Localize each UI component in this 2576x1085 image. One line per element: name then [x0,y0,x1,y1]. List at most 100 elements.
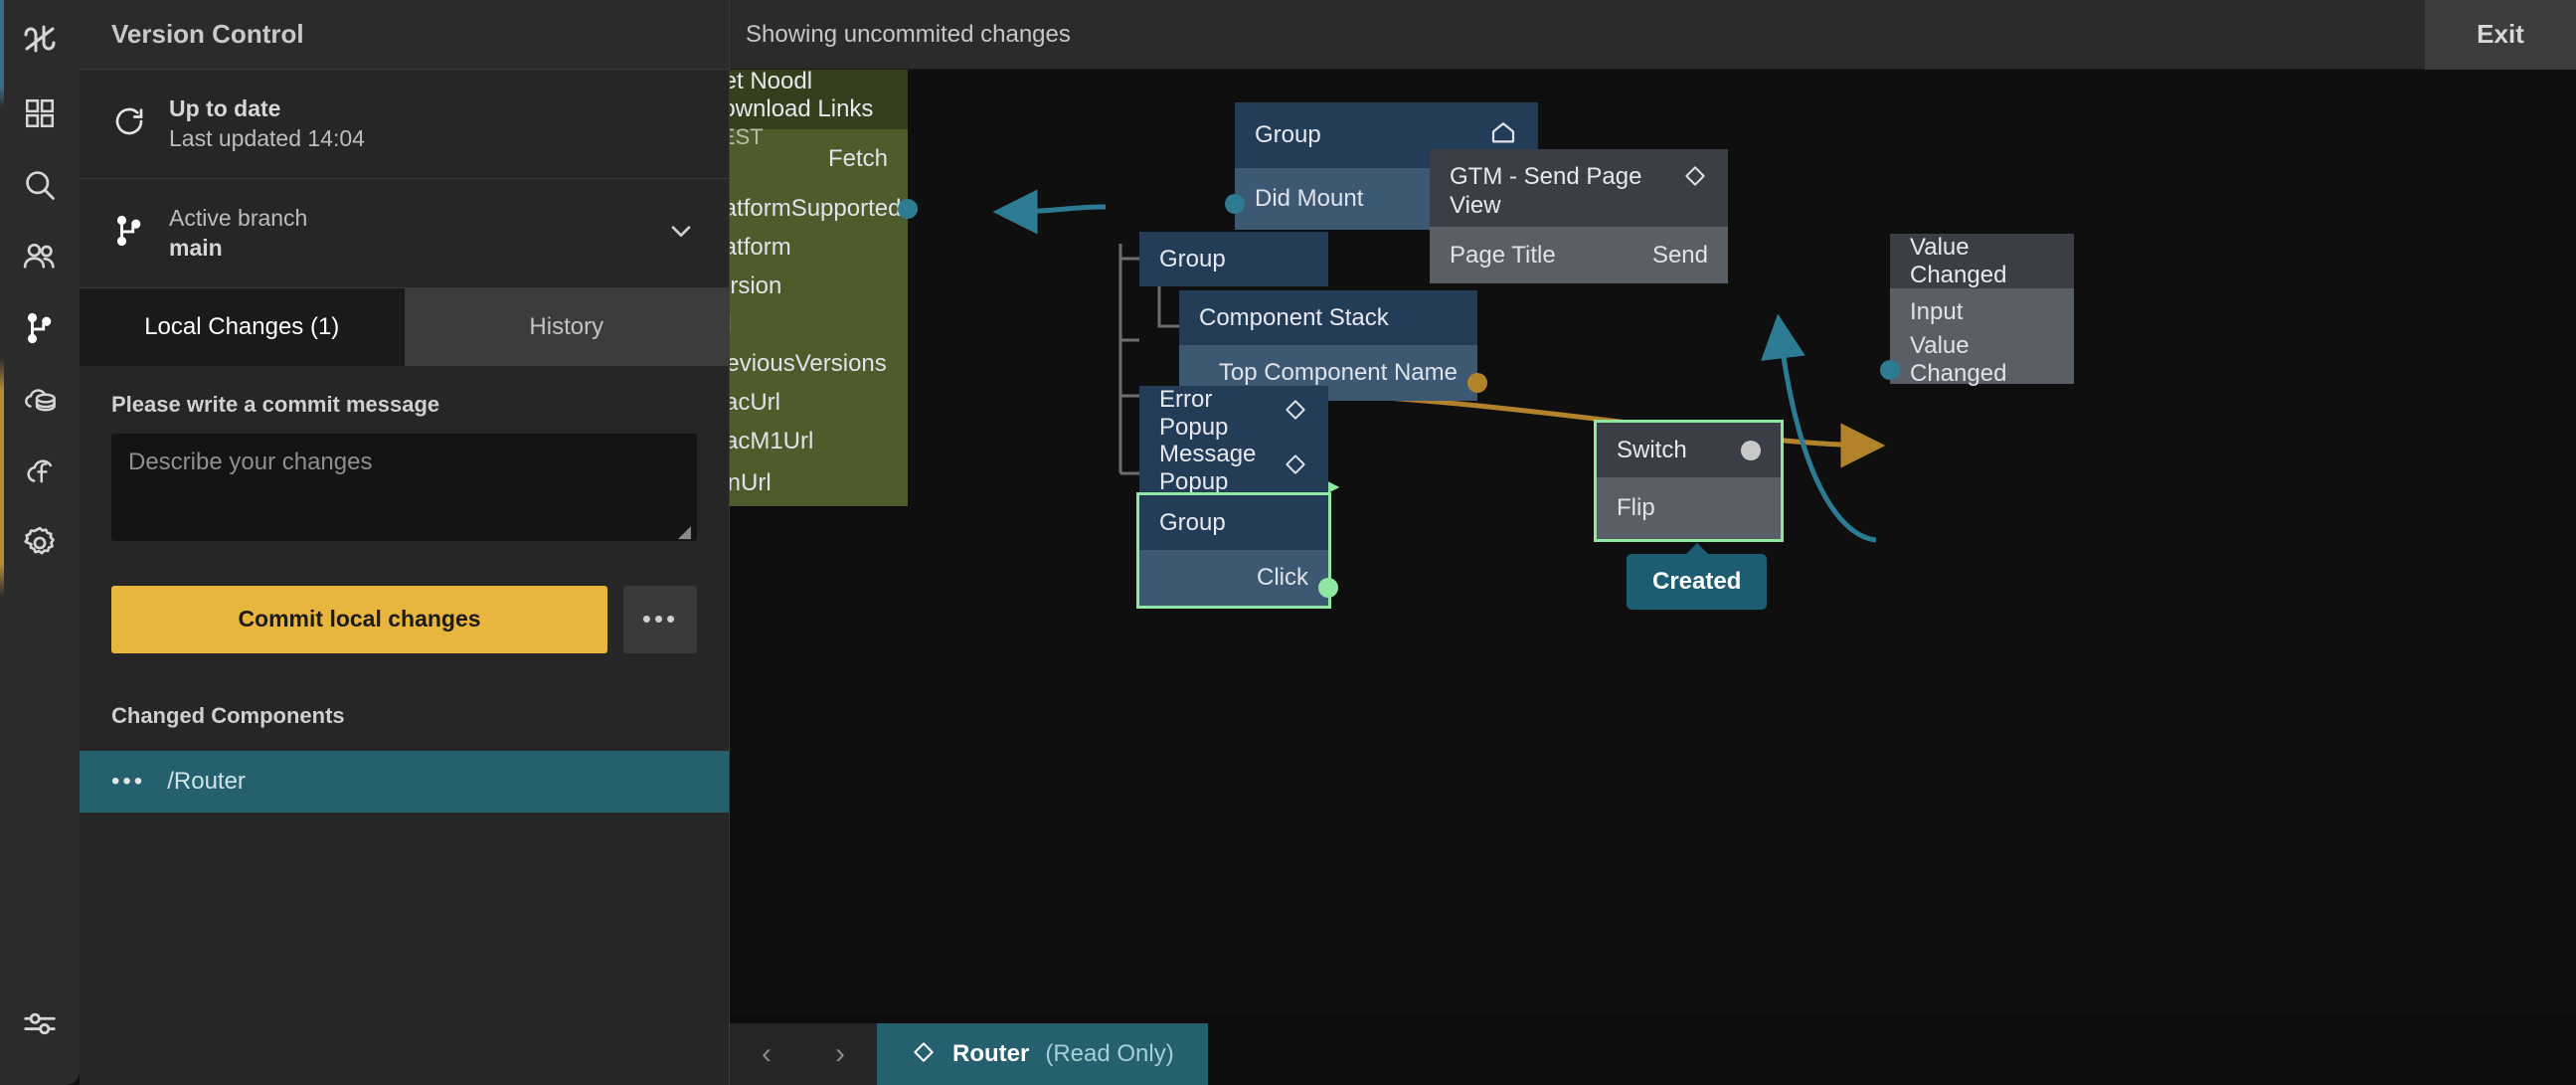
port-label: Fetch [827,145,888,172]
port-label: winUrl [730,469,772,496]
node-title-text: Value Changed [1910,233,2007,288]
changed-components-list: ••• /Router [80,750,729,813]
chevron-down-icon[interactable] [665,215,697,252]
node-title-text: Switch [1617,436,1687,463]
port-label: Input [1910,298,1964,325]
node-title: Value Changed [1890,234,2074,288]
diamond-icon [1283,397,1308,430]
history-nav-buttons: ‹ › [730,1023,877,1085]
node-graph-canvas[interactable]: Get Noodl Download Links REST Fetch plat… [730,70,2576,1085]
tab-document-state: (Read Only) [1045,1040,1174,1067]
version-control-branch-icon[interactable] [0,292,80,364]
node-port-url[interactable]: url [730,305,908,344]
node-get-noodl-download-links[interactable]: Get Noodl Download Links REST Fetch plat… [730,70,918,506]
tab-history[interactable]: History [404,287,729,366]
node-port-page-title[interactable]: Page Title Send [1430,227,1728,283]
port-label: Top Component Name [1218,359,1458,386]
port-label: Value Changed [1910,332,2007,387]
node-switch[interactable]: Switch Flip [1594,420,1784,542]
changed-components-heading: Changed Components [111,702,345,728]
node-value-changed[interactable]: Value Changed Input Value Changed [1880,234,2074,387]
node-port-winurl[interactable]: winUrl [730,460,908,506]
commit-actions: Commit local changes ••• [111,585,697,653]
node-port-fetch[interactable]: Fetch [730,129,908,189]
top-status-bar: Showing uncommited changes Exit [730,0,2576,70]
tab-local-changes[interactable]: Local Changes (1) [80,287,405,366]
refresh-icon[interactable] [111,103,147,144]
panel-title: Version Control [80,0,729,70]
node-subtitle-text: REST [730,123,764,149]
users-icon[interactable] [0,221,80,292]
node-port-macurl[interactable]: macUrl [730,383,908,422]
cloud-services-icon[interactable] [0,364,80,436]
node-title: Group [1139,495,1328,550]
node-port-platformsupported[interactable]: platformSupported [730,189,908,228]
cloud-functions-icon[interactable] [0,436,80,507]
port-label: macM1Url [730,427,814,454]
sync-status-headline: Up to date [169,95,281,121]
version-control-panel: Version Control Up to date Last updated … [80,0,730,1085]
node-title-text: Component Stack [1199,303,1389,331]
active-branch-name: main [169,235,223,262]
dot-icon [1741,440,1761,460]
component-more-icon[interactable]: ••• [111,767,146,795]
port-label: version [730,271,782,299]
showing-changes-status: Showing uncommited changes [746,20,1071,48]
noodl-logo-icon[interactable] [0,0,80,78]
node-port-previousversions[interactable]: previousVersions [730,344,908,383]
port-connector-click[interactable] [1318,578,1338,598]
tab-router-document[interactable]: Router (Read Only) [877,1023,1208,1085]
status-badge-created: Created [1627,543,1768,610]
node-title-text: GTM - Send Page View [1450,163,1642,219]
node-title-text: Message Popup [1159,440,1257,495]
node-group-2[interactable]: Group [1139,232,1328,286]
node-message-popup[interactable]: Message Popup [1139,441,1328,495]
bottom-tab-bar: ‹ › Router (Read Only) [730,1015,2576,1085]
port-label: Flip [1617,494,1655,521]
node-group-click[interactable]: Group Click [1136,492,1338,609]
node-component-stack[interactable]: Component Stack Top Component Name [1179,290,1487,401]
node-title: Group [1139,232,1328,286]
search-icon[interactable] [0,149,80,221]
diamond-icon [1682,163,1708,196]
nav-forward-button[interactable]: › [835,1037,845,1070]
nav-back-button[interactable]: ‹ [762,1037,772,1070]
node-port-input[interactable]: Input [1890,288,2074,336]
node-port-flip[interactable]: Flip [1597,477,1781,539]
sliders-icon[interactable] [0,988,80,1059]
exit-button[interactable]: Exit [2425,0,2576,70]
port-connector-top-component-name[interactable] [1467,373,1487,393]
node-port-macm1url[interactable]: macM1Url [730,422,908,460]
port-connector-fetch[interactable] [898,199,918,219]
list-item[interactable]: ••• /Router [80,750,729,813]
node-port-value-changed-out[interactable]: Value Changed [1890,332,2074,387]
panel-body: Please write a commit message ◢ Commit l… [80,366,729,813]
component-name: /Router [167,767,246,795]
node-port-click[interactable]: Click [1139,550,1328,606]
port-connector-value-changed-out[interactable] [1880,360,1900,380]
node-port-version[interactable]: version [730,267,908,305]
commit-message-input[interactable] [111,433,697,541]
components-grid-icon[interactable] [0,78,80,149]
commit-more-options-button[interactable]: ••• [623,585,697,653]
node-title-text: Group [1255,121,1321,148]
sync-status-row[interactable]: Up to date Last updated 14:04 [80,70,729,179]
active-branch-label: Active branch [169,204,308,231]
port-connector-did-mount[interactable] [1225,194,1245,214]
node-port-platform[interactable]: platform [730,228,908,267]
commit-local-changes-button[interactable]: Commit local changes [111,585,607,653]
port-label-out: Send [1651,241,1708,269]
gear-icon[interactable] [0,507,80,579]
node-title-text: Get Noodl Download Links [730,70,874,123]
node-error-popup[interactable]: Error Popup [1139,386,1328,441]
diamond-icon [1283,452,1308,484]
active-branch-row[interactable]: Active branch main [80,179,729,288]
node-title: Switch [1597,423,1781,477]
port-label: platform [730,233,791,261]
port-label: Did Mount [1255,185,1364,212]
rail-accent-strip [0,0,4,1085]
port-label: platformSupported [730,194,902,222]
home-icon [1488,117,1518,154]
node-gtm-send-page-view[interactable]: GTM - Send Page View Page Title Send [1430,149,1728,283]
